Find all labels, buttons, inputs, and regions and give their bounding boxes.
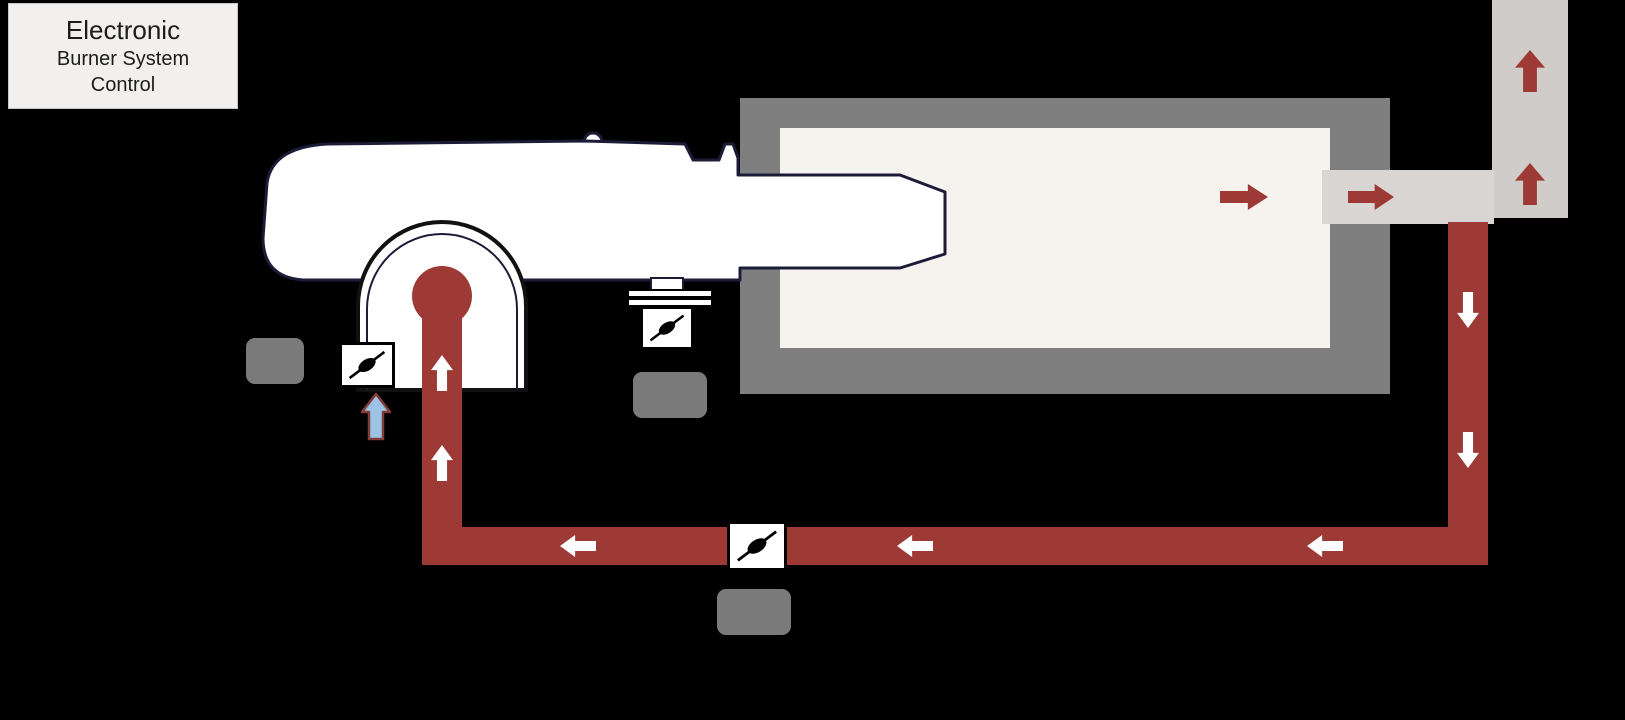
fgr-pipe-right xyxy=(1448,222,1488,565)
burner-graphic xyxy=(261,131,947,392)
fuel-flange-top xyxy=(627,289,713,298)
fuel-valve-icon xyxy=(640,306,694,350)
control-box-subtitle-2: Control xyxy=(90,74,156,96)
exhaust-stack xyxy=(1492,0,1568,218)
stack-flow-up-icon xyxy=(1515,163,1545,205)
fgr-pipe-left xyxy=(422,290,462,565)
combustion-air-arrow-icon xyxy=(360,392,392,441)
fuel-valve-actuator xyxy=(633,372,707,418)
furnace-shell xyxy=(740,98,1390,394)
blower-housing-inner-line xyxy=(366,233,518,390)
control-box: Electronic Burner System Control xyxy=(8,3,238,109)
fgr-damper-valve-icon xyxy=(727,521,787,571)
duct-flow-right-icon xyxy=(1348,184,1394,210)
flue-outlet-duct xyxy=(1322,170,1494,224)
blower-inlet-port xyxy=(412,266,472,326)
fgr-valve-actuator xyxy=(717,589,791,635)
air-damper-valve-icon xyxy=(339,342,395,388)
fuel-flange-bottom xyxy=(627,298,713,307)
burner-body xyxy=(261,139,947,282)
control-box-subtitle-1: Burner System xyxy=(56,48,190,70)
stack-flow-up-icon xyxy=(1515,50,1545,92)
air-damper-actuator xyxy=(246,338,304,384)
control-box-title: Electronic xyxy=(65,15,181,45)
